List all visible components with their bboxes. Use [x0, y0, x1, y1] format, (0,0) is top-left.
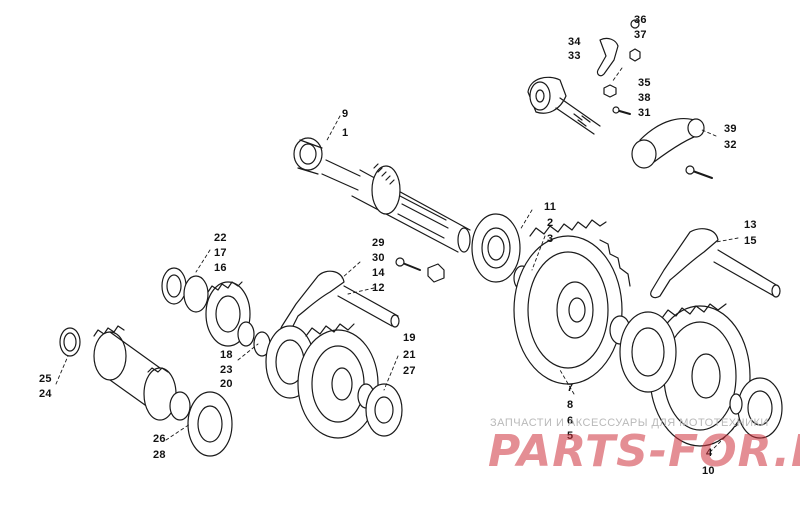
callout-15: 15	[744, 235, 757, 247]
callout-23: 23	[220, 364, 233, 376]
callout-17: 17	[214, 247, 227, 259]
callout-3: 3	[547, 233, 554, 245]
callout-9: 9	[342, 108, 349, 120]
callout-26: 26	[153, 433, 166, 445]
callout-21: 21	[403, 349, 416, 361]
callout-37: 37	[634, 29, 647, 41]
main-shaft	[293, 137, 471, 253]
callout-2: 2	[547, 217, 554, 229]
shift-arm-assembly	[527, 19, 713, 179]
left-small-gears	[161, 267, 255, 347]
leader-lines	[55, 67, 741, 453]
callout-19: 19	[403, 332, 416, 344]
callout-36: 36	[634, 14, 647, 26]
callout-24: 24	[39, 388, 52, 400]
callout-39: 39	[724, 123, 737, 135]
countershaft	[59, 325, 233, 457]
callout-33: 33	[568, 50, 581, 62]
callout-1: 1	[342, 127, 349, 139]
callout-6: 6	[567, 415, 574, 427]
center-fork	[280, 257, 445, 335]
callout-29: 29	[372, 237, 385, 249]
callout-20: 20	[220, 378, 233, 390]
callout-11: 11	[544, 201, 557, 213]
callout-22: 22	[214, 232, 227, 244]
callout-18: 18	[220, 349, 233, 361]
right-fork-and-gear	[619, 228, 783, 447]
callout-16: 16	[214, 262, 227, 274]
callout-12: 12	[372, 282, 385, 294]
callout-13: 13	[744, 219, 757, 231]
callout-38: 38	[638, 92, 651, 104]
callout-35: 35	[638, 77, 651, 89]
callout-30: 30	[372, 252, 385, 264]
callout-34: 34	[568, 36, 581, 48]
callout-7: 7	[567, 382, 574, 394]
callout-4: 4	[706, 447, 713, 459]
center-left-gear	[253, 323, 403, 439]
watermark-subtitle: ЗАПЧАСТИ И АКСЕССУАРЫ ДЛЯ МОТОТЕХНИКИ	[490, 417, 769, 429]
callout-32: 32	[724, 139, 737, 151]
callout-10: 10	[702, 465, 715, 477]
watermark-logo: PARTS-FOR.RU	[488, 426, 800, 477]
callout-5: 5	[567, 430, 574, 442]
callout-8: 8	[567, 399, 574, 411]
callout-25: 25	[39, 373, 52, 385]
callout-14: 14	[372, 267, 385, 279]
bearing-and-large-gear	[471, 213, 631, 385]
callout-31: 31	[638, 107, 651, 119]
callout-28: 28	[153, 449, 166, 461]
callout-27: 27	[403, 365, 416, 377]
